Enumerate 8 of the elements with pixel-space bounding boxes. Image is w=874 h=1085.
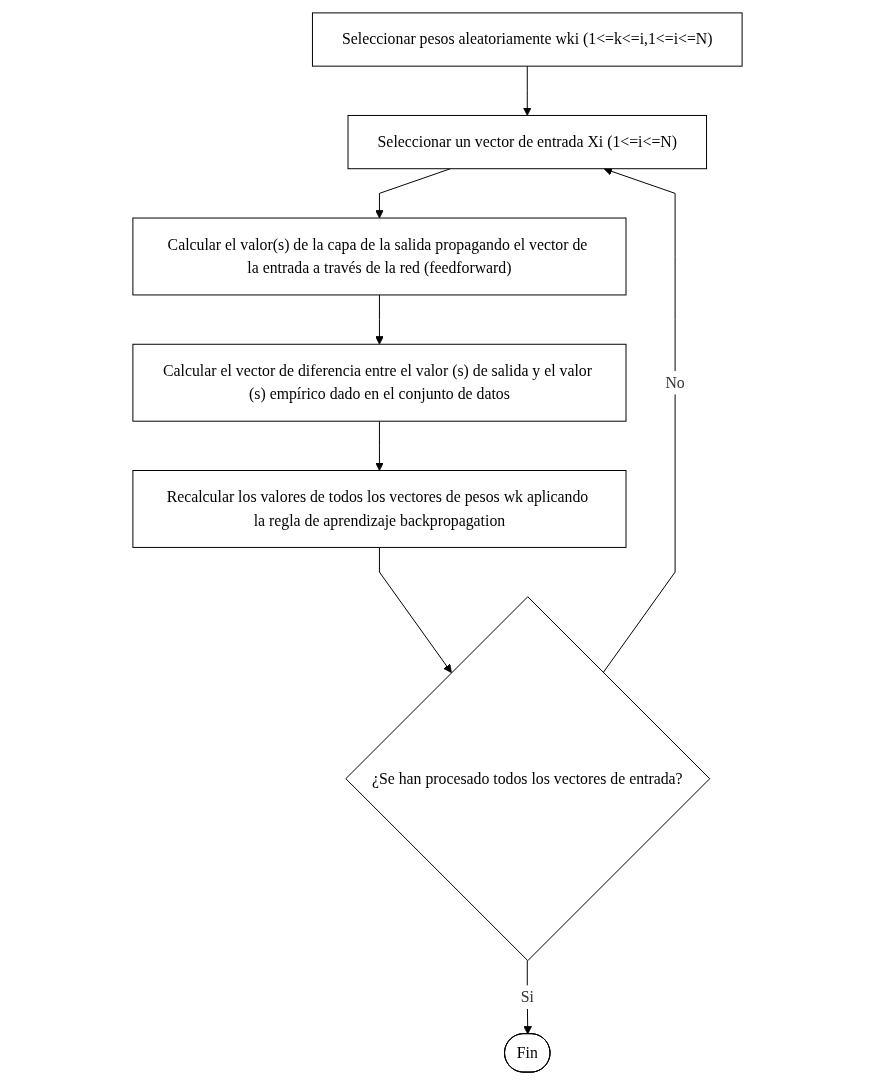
node-diamond: ¿Se han procesado todos los vectores de entrada? bbox=[344, 596, 710, 962]
node-box: Calcular el vector de diferencia entre el valor (s) de salida y el valor (s) empírico dado en el conjunto de datos bbox=[131, 343, 626, 422]
node-box: Calcular el valor(s) de la capa de la salida propagando el vector de la entrada a través de la red (feedforward) bbox=[131, 217, 626, 296]
node-box: Seleccionar pesos aleatoriamente wki (1<=k<=i,1<=i<=N) bbox=[311, 12, 743, 67]
edge-label: No bbox=[664, 373, 685, 391]
node-box: Seleccionar un vector de entrada Xi (1<=i<=N) bbox=[347, 114, 707, 170]
edge-label: Si bbox=[520, 988, 534, 1006]
node-box: Recalcular los valores de todos los vectores de pesos wk aplicando la regla de aprendizaje backpropagation bbox=[131, 470, 626, 548]
